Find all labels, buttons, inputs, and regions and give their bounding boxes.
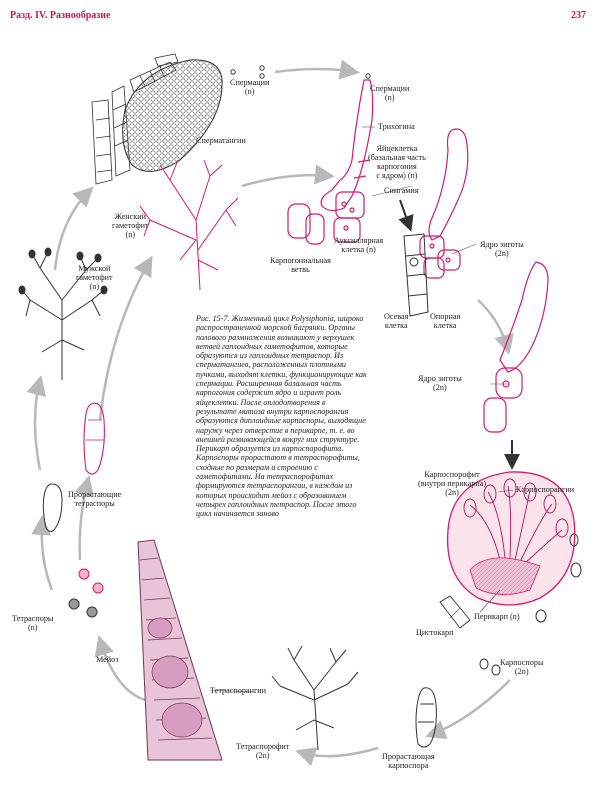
label-tetraspores: Тетраспоры(n) <box>12 614 54 632</box>
label-meiosis: Мейоз <box>96 655 119 664</box>
section-title: Разд. IV. Разнообразие <box>10 10 111 21</box>
tetrasporophyte <box>271 645 359 751</box>
dark-arrows <box>398 199 520 470</box>
germinating-tetraspores <box>42 402 105 533</box>
label-spermatia-1: Спермации(n) <box>230 78 270 96</box>
spermatangia-drawing <box>91 53 223 185</box>
spermatia-dots <box>230 65 371 79</box>
zygote-2-structure <box>483 261 549 433</box>
label-zygote-nucleus-2: Ядро зиготы(2n) <box>418 374 462 392</box>
label-spermatangia: Сперматангии <box>196 136 246 145</box>
label-cystocarp: Цистокарп <box>416 628 454 637</box>
tetrasporangia-filament <box>137 539 223 761</box>
carpospores <box>479 533 582 676</box>
arrow-germpink <box>74 475 95 561</box>
label-tetrasporangia: Тетраспорангии <box>210 686 267 695</box>
figure-caption: Рис. 15-7. Жизненный цикл Polysiphonia, … <box>196 314 367 519</box>
arrow-tetra-to-female <box>98 255 153 421</box>
label-trichogyne: Трихогина <box>378 122 415 131</box>
page-header: Разд. IV. Разнообразие 237 <box>0 0 600 24</box>
arrow-tetraspores-up <box>31 515 54 591</box>
arrow-carpospore-to-tetra <box>295 746 379 767</box>
arrow-female-to-zygote <box>241 164 335 188</box>
male-gametophyte <box>18 247 108 380</box>
arrow-meiosis <box>94 635 146 702</box>
arrow-germ-to-male <box>26 375 47 471</box>
axial-stem <box>403 233 429 317</box>
label-tetrasporophyte: Тетраспорофит(2n) <box>236 742 290 760</box>
arrow-spermatia <box>274 59 360 80</box>
arrow-syngamy <box>398 199 414 232</box>
arrow-carpospore <box>425 679 511 740</box>
cycle-arrows <box>26 59 514 767</box>
pointer-lines <box>209 126 514 693</box>
label-pericarp: Перикарп (n) <box>474 612 520 621</box>
cystocarp-drawing <box>439 471 576 629</box>
arrow-male-up <box>53 186 94 271</box>
carpogonium-drawing <box>287 79 374 245</box>
label-zygote-nucleus-1: Ядро зиготы(2n) <box>480 240 524 258</box>
female-gametophyte <box>139 159 239 291</box>
arrow-zygote-down <box>477 299 514 355</box>
label-spermatia-2: Спермации(n) <box>370 84 410 102</box>
tetraspores-drawing <box>68 568 104 618</box>
page-number: 237 <box>571 10 586 21</box>
label-carposporophyte: Карпоспорофит(внутри перикарпа) (2n) <box>418 470 487 497</box>
label-syngamy: Сингамия <box>384 186 419 195</box>
germinating-carpospore <box>415 687 437 748</box>
label-carposporangia: Карпоспорангии <box>516 485 575 494</box>
zygote-structure <box>419 128 469 279</box>
label-carpospores: Карпоспоры(2n) <box>500 658 544 676</box>
